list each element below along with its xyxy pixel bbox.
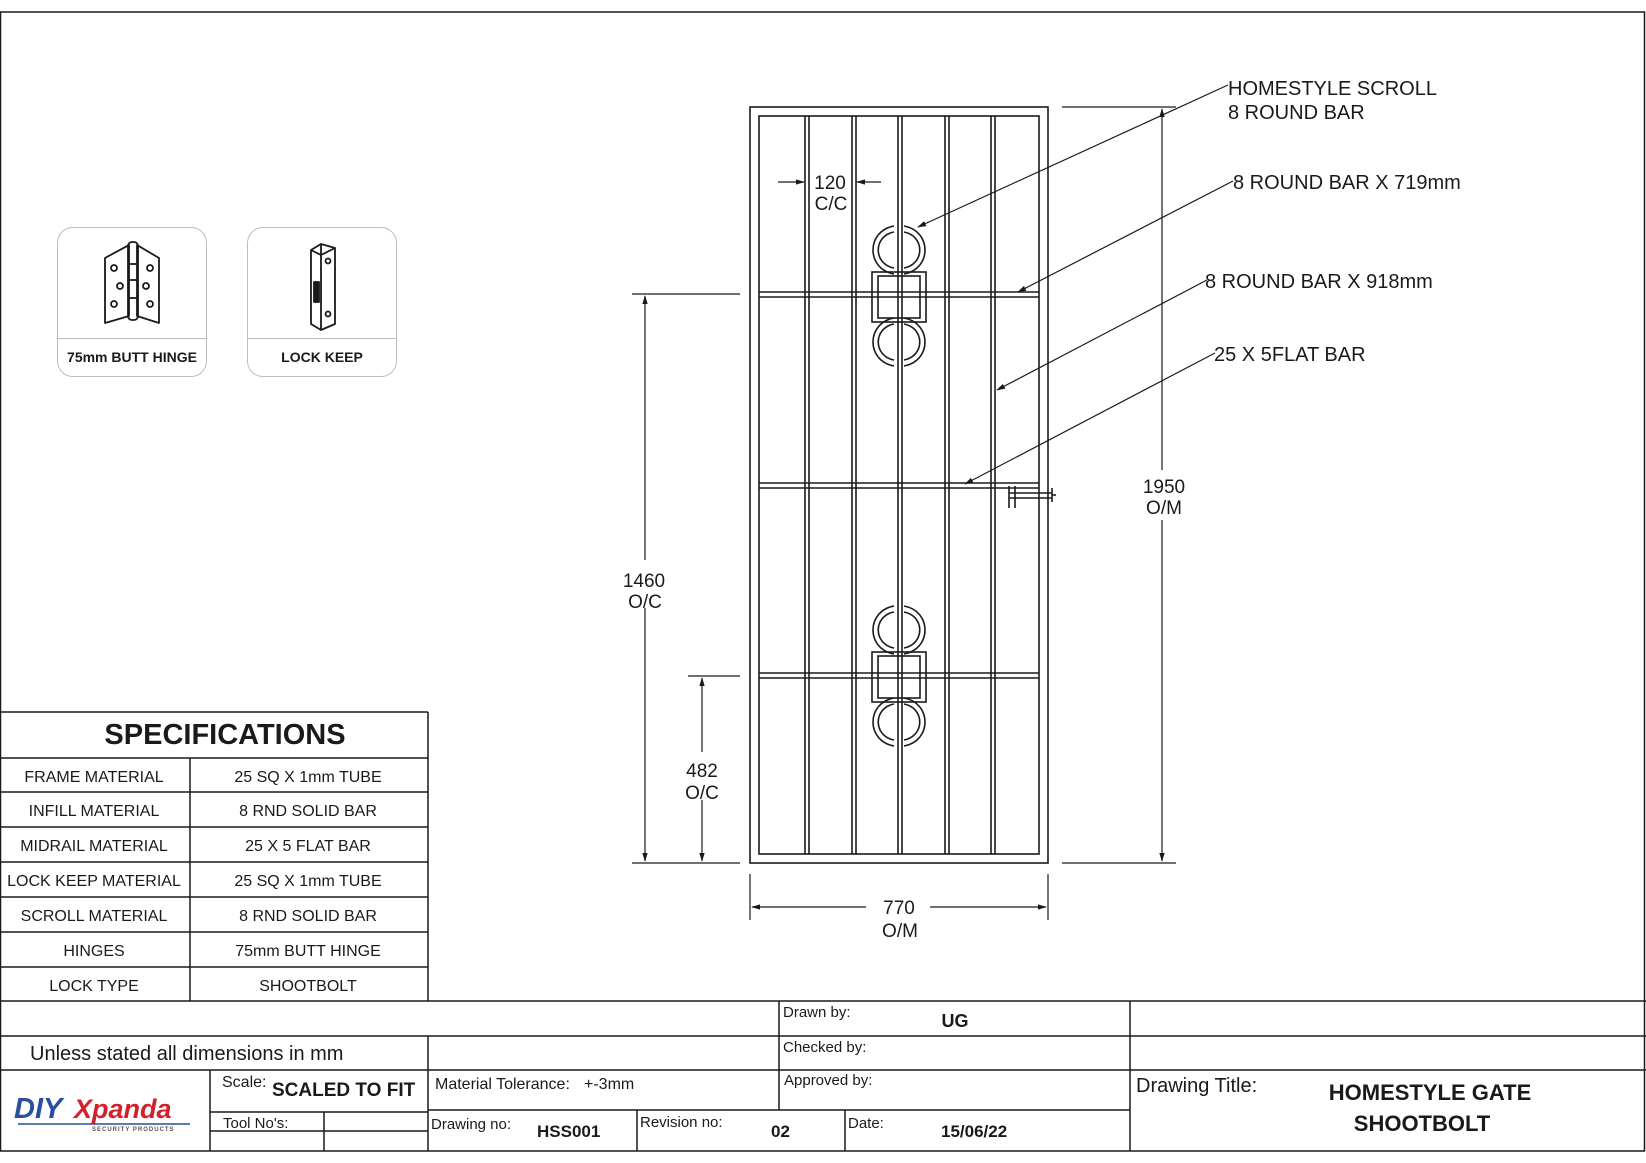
units-note: Unless stated all dimensions in mm bbox=[30, 1043, 343, 1065]
revision-no-value: 02 bbox=[771, 1122, 790, 1141]
butt-hinge-icon bbox=[104, 241, 160, 324]
spec-row-value: 25 SQ X 1mm TUBE bbox=[234, 873, 381, 890]
callout-leaders bbox=[917, 84, 1234, 485]
spec-row-name: LOCK KEEP MATERIAL bbox=[7, 873, 181, 890]
drawing-no-value: HSS001 bbox=[537, 1122, 600, 1141]
drawn-by-value: UG bbox=[942, 1011, 969, 1031]
callout-bar918: 8 ROUND BAR X 918mm bbox=[1205, 271, 1433, 293]
dim-width-unit: O/M bbox=[882, 921, 918, 942]
spec-row-value: 8 RND SOLID BAR bbox=[239, 908, 377, 925]
brand-logo: DIY Xpanda SECURITY PRODUCTS bbox=[14, 1093, 190, 1133]
dimension-lines bbox=[632, 106, 1176, 920]
scale-label: Scale: bbox=[222, 1074, 266, 1091]
scroll-lower bbox=[871, 605, 927, 747]
lock-keep-icon bbox=[310, 243, 336, 331]
drawing-no-label: Drawing no: bbox=[431, 1116, 511, 1133]
callout-bar719: 8 ROUND BAR X 719mm bbox=[1233, 172, 1461, 194]
hardware-label: 75mm BUTT HINGE bbox=[58, 338, 206, 376]
gate-elevation bbox=[749, 106, 1056, 864]
specifications-table: SPECIFICATIONS FRAME MATERIAL 25 SQ X 1mm… bbox=[0, 711, 429, 1001]
material-tolerance-value: +-3mm bbox=[584, 1076, 634, 1093]
approved-by-label: Approved by: bbox=[784, 1072, 872, 1089]
dim-height-unit: O/M bbox=[1146, 498, 1182, 519]
title-block-text: Unless stated all dimensions in mm Drawn… bbox=[30, 1004, 1531, 1141]
logo-tagline: SECURITY PRODUCTS bbox=[92, 1127, 175, 1133]
drawing-title-line1: HOMESTYLE GATE bbox=[1329, 1080, 1532, 1105]
dim-width-value: 770 bbox=[883, 898, 915, 919]
callout-labels: HOMESTYLE SCROLL 8 ROUND BAR 8 ROUND BAR… bbox=[1205, 78, 1461, 366]
hardware-picture bbox=[58, 228, 206, 340]
hardware-picture bbox=[248, 228, 396, 340]
callout-scroll-line2: 8 ROUND BAR bbox=[1228, 102, 1365, 124]
dim-lowrail-value: 482 bbox=[686, 761, 718, 782]
rails bbox=[759, 291, 1039, 679]
spec-row-name: FRAME MATERIAL bbox=[24, 769, 163, 786]
gate-frame-outer bbox=[749, 106, 1049, 864]
drawn-by-label: Drawn by: bbox=[783, 1004, 851, 1021]
spec-row-name: MIDRAIL MATERIAL bbox=[20, 838, 168, 855]
hardware-card-lock-keep: LOCK KEEP bbox=[247, 227, 397, 377]
spec-row-value: 25 SQ X 1mm TUBE bbox=[234, 769, 381, 786]
dim-lowrail-unit: O/C bbox=[685, 783, 719, 804]
drawing-title-label: Drawing Title: bbox=[1136, 1075, 1257, 1097]
spec-row-name: LOCK TYPE bbox=[49, 978, 139, 995]
spec-row-value: 25 X 5 FLAT BAR bbox=[245, 838, 371, 855]
spec-row-name: INFILL MATERIAL bbox=[29, 803, 160, 820]
callout-flatbar: 25 X 5FLAT BAR bbox=[1214, 344, 1366, 366]
dim-spacing-value: 120 bbox=[814, 173, 846, 194]
infill-bars bbox=[804, 116, 996, 854]
hardware-label: LOCK KEEP bbox=[248, 338, 396, 376]
logo-brand-part1: DIY bbox=[14, 1093, 65, 1125]
title-block-grid bbox=[0, 1000, 1646, 1151]
tool-no-label: Tool No's: bbox=[223, 1115, 288, 1132]
dim-midrail-value: 1460 bbox=[623, 571, 665, 592]
dim-height-value: 1950 bbox=[1143, 477, 1185, 498]
date-value: 15/06/22 bbox=[941, 1122, 1007, 1141]
specifications-title: SPECIFICATIONS bbox=[104, 719, 345, 751]
dimension-labels: 120 C/C 1950 O/M 1460 O/C 482 O/C 770 O/… bbox=[623, 173, 1185, 942]
logo-brand-part2: Xpanda bbox=[72, 1094, 172, 1124]
scroll-upper bbox=[871, 225, 927, 367]
checked-by-label: Checked by: bbox=[783, 1039, 866, 1056]
dim-spacing-unit: C/C bbox=[815, 194, 848, 215]
spec-row-value: 75mm BUTT HINGE bbox=[235, 943, 381, 960]
revision-no-label: Revision no: bbox=[640, 1114, 723, 1131]
spec-row-name: SCROLL MATERIAL bbox=[21, 908, 168, 925]
spec-row-name: HINGES bbox=[63, 943, 124, 960]
spec-row-value: 8 RND SOLID BAR bbox=[239, 803, 377, 820]
drawing-title-line2: SHOOTBOLT bbox=[1354, 1111, 1491, 1136]
shootbolt bbox=[1008, 486, 1056, 508]
spec-row-value: SHOOTBOLT bbox=[259, 978, 357, 995]
hardware-card-butt-hinge: 75mm BUTT HINGE bbox=[57, 227, 207, 377]
gate-frame-inner bbox=[758, 115, 1040, 855]
material-tolerance-label: Material Tolerance: bbox=[435, 1076, 570, 1093]
scale-value: SCALED TO FIT bbox=[272, 1080, 416, 1101]
date-label: Date: bbox=[848, 1115, 884, 1132]
sheet-border bbox=[0, 11, 1646, 1152]
dim-midrail-unit: O/C bbox=[628, 592, 662, 613]
callout-scroll-line1: HOMESTYLE SCROLL bbox=[1228, 78, 1437, 100]
